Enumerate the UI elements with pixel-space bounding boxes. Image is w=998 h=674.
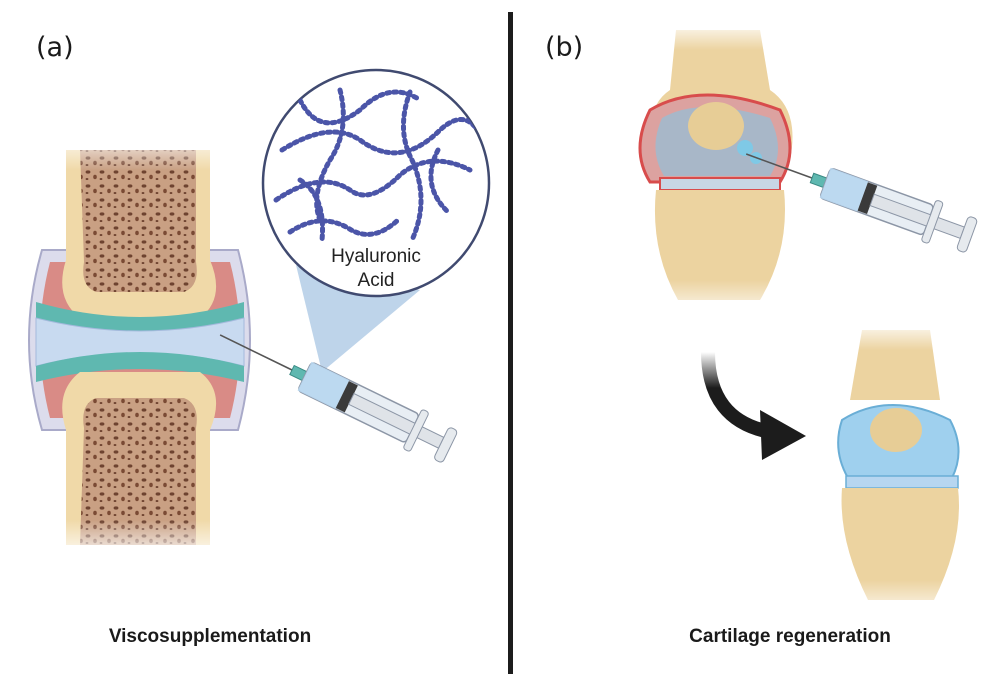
ha-label-line2: Acid [358, 270, 395, 291]
regeneration-arrow [708, 352, 806, 460]
panel-b-label: (b) [545, 32, 583, 63]
synovial-joint-diagram [29, 130, 250, 560]
patella [688, 102, 744, 150]
meniscus [660, 178, 780, 190]
hyaluronic-acid-inset: Hyaluronic Acid [263, 70, 489, 296]
panel-a-caption: Viscosupplementation [60, 626, 360, 648]
panel-a-label: (a) [36, 32, 74, 63]
upper-bone-marrow [80, 150, 197, 292]
knee-damaged [640, 20, 793, 320]
knee-regenerated [830, 320, 970, 620]
ha-label-line1: Hyaluronic [331, 246, 421, 267]
panel-b-caption: Cartilage regeneration [640, 626, 940, 648]
panel-divider [508, 12, 513, 674]
